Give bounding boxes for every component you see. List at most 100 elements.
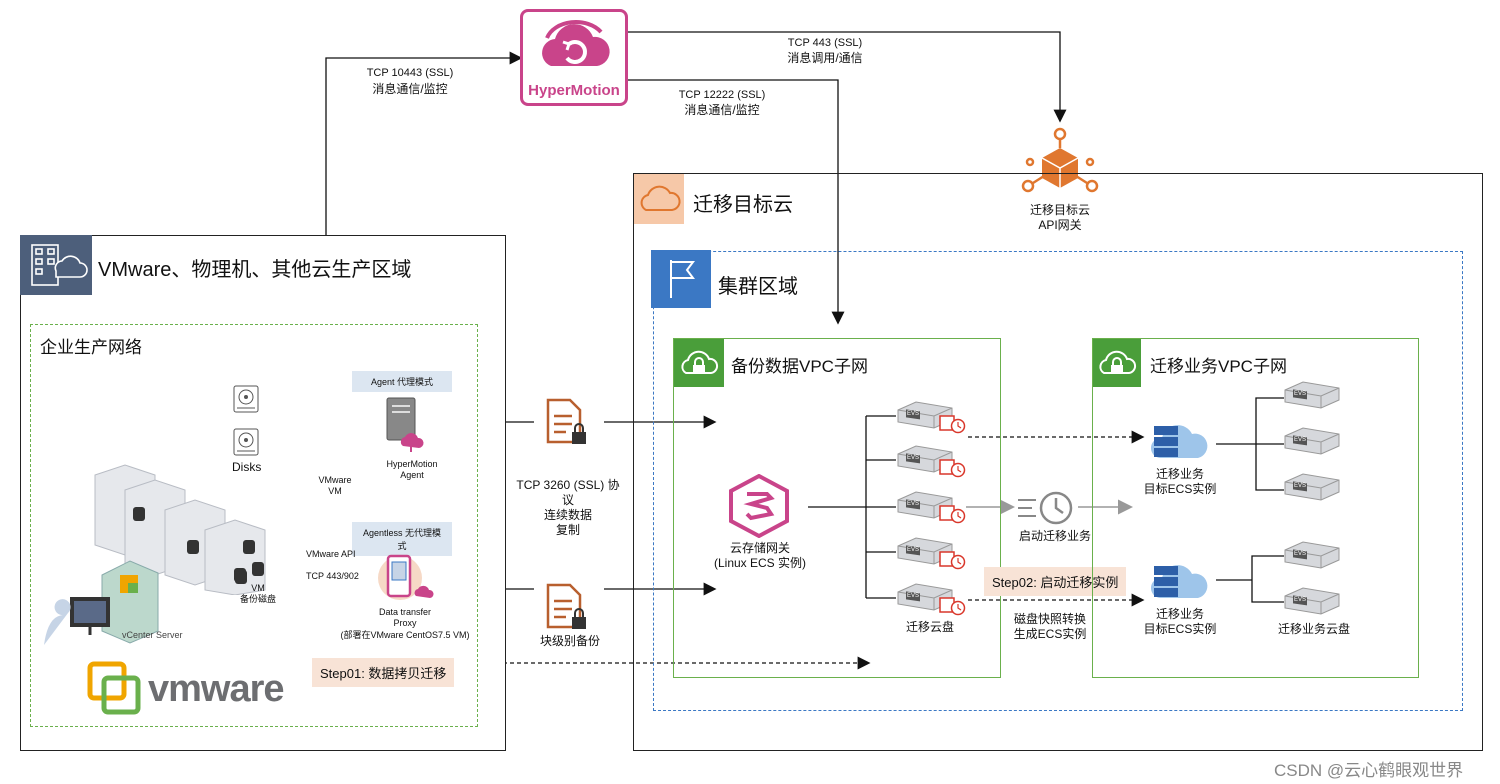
data-proxy-icon [378, 554, 434, 600]
vcenter-server-icon [44, 560, 159, 645]
backup-vpc-title: 备份数据VPC子网 [731, 357, 868, 376]
agent-mode-label: Agent 代理模式 [352, 371, 452, 392]
storage-gateway-icon [729, 474, 789, 538]
hypermotion-label: HyperMotion [528, 82, 620, 99]
evs-text: EVS [1294, 437, 1306, 443]
enterprise-network-title: 企业生产网络 [40, 338, 142, 357]
ecs1-line1: 迁移业务 [1155, 467, 1204, 481]
evs-text: EVS [1294, 597, 1306, 603]
evs-text: EVS [1294, 551, 1306, 557]
agent-name-line2: Agent [400, 470, 424, 480]
vm-backup-line1: VM [251, 583, 265, 593]
tcp3260-line4: 复制 [555, 523, 580, 537]
target-cloud-icon [634, 174, 684, 224]
building-cloud-icon [31, 244, 88, 286]
api-gateway-line1: 迁移目标云 [1029, 203, 1090, 217]
evs-text: EVS [907, 455, 919, 461]
api-gateway-line2: API网关 [1038, 218, 1082, 232]
tcp12222-line1: TCP 12222 (SSL) [678, 89, 766, 101]
tcp3260-line2: 议 [561, 493, 574, 507]
evs-text: EVS [907, 547, 919, 553]
evs-text: EVS [907, 593, 919, 599]
disk-icon-2 [233, 428, 259, 456]
tcp443-line2: 消息调用/通信 [787, 51, 863, 65]
proxy-line3: (部署在VMware CentOS7.5 VM) [340, 630, 470, 640]
vm-backup-line2: 备份磁盘 [239, 594, 276, 604]
vmware-api-label: VMware API [306, 549, 356, 559]
agent-name-line1: HyperMotion [386, 459, 438, 469]
doc-lock-icon-2 [546, 583, 586, 629]
gateway-line1: 云存储网关 [729, 541, 790, 555]
step01-label: Step01: 数据拷贝迁移 [312, 658, 455, 687]
evs-disk-backup-1: EVS [897, 401, 966, 434]
server-rack-cluster-icon [94, 464, 266, 595]
migrate-vpc-title: 迁移业务VPC子网 [1150, 357, 1287, 376]
agentless-mode-label: Agentless 无代理模式 [352, 522, 452, 556]
migrate-disks-label: 迁移业务云盘 [1277, 622, 1350, 636]
cloud-icon [640, 185, 681, 211]
snapshot-line2: 生成ECS实例 [1013, 627, 1087, 641]
hypermotion-box[interactable]: HyperMotion [520, 9, 628, 106]
evs-disk-ecs1-2: EVS [1284, 427, 1340, 455]
target-cloud [633, 173, 1483, 751]
enterprise-network [30, 324, 478, 727]
step02-label: Step02: 启动迁移实例 [984, 567, 1127, 596]
evs-text: EVS [1294, 391, 1306, 397]
server-agent-icon [386, 397, 424, 452]
vmware-logo-icon [87, 661, 141, 715]
vm-backup-disk-icon-1 [234, 568, 246, 582]
ecs1-line2: 目标ECS实例 [1143, 482, 1217, 496]
tcp10443-line1: TCP 10443 (SSL) [366, 67, 454, 79]
cluster-zone [653, 251, 1463, 711]
vcenter-label: vCenter Server [122, 630, 183, 640]
tcp-ports-label: TCP 443/902 [306, 571, 359, 581]
backup-vpc-icon [674, 339, 724, 387]
evs-disk-ecs2-2: EVS [1284, 587, 1340, 615]
ecs-cloud-icon-2 [1150, 565, 1208, 598]
disk-icon-1 [233, 385, 259, 413]
migrate-vpc [1092, 338, 1419, 678]
gateway-line2: (Linux ECS 实例) [713, 556, 807, 570]
clock-arrow-icon [1018, 491, 1073, 525]
api-gateway-icon [1021, 127, 1099, 193]
hypermotion-cloud-icon [542, 20, 610, 66]
cluster-icon [651, 250, 711, 308]
evs-disk-ecs2-1: EVS [1284, 541, 1340, 569]
evs-disk-backup-4: EVS [897, 537, 966, 570]
doc-lock-icon-1 [546, 398, 586, 444]
vmware-vm-line2: VM [328, 486, 342, 496]
block-backup-label: 块级别备份 [539, 634, 600, 648]
tcp443-line1: TCP 443 (SSL) [787, 37, 863, 49]
ecs2-line1: 迁移业务 [1155, 607, 1204, 621]
vmware-vm-line1: VMware [318, 475, 352, 485]
tcp10443-line2: 消息通信/监控 [372, 82, 448, 96]
source-zone-icon [20, 235, 92, 295]
vmware-logo-text: vmware [148, 668, 285, 710]
vm-backup-disk-icon-2 [252, 562, 264, 576]
tcp3260-line3: 连续数据 [543, 508, 592, 522]
flag-icon [670, 260, 695, 298]
source-zone-title: VMware、物理机、其他云生产区域 [98, 259, 412, 281]
evs-disk-ecs1-1: EVS [1284, 381, 1340, 409]
vpc-lock-icon [1099, 350, 1137, 374]
evs-disk-backup-5: EVS [897, 583, 966, 616]
evs-disk-backup-3: EVS [897, 491, 966, 524]
proxy-line1: Data transfer [378, 607, 432, 617]
start-migration-label: 启动迁移业务 [1018, 529, 1091, 543]
evs-disk-backup-2: EVS [897, 445, 966, 478]
migrate-vpc-icon [1093, 339, 1141, 387]
backup-disks-label: 迁移云盘 [905, 620, 954, 634]
backup-vpc [673, 338, 1001, 678]
evs-disk-ecs1-3: EVS [1284, 473, 1340, 501]
ecs2-line2: 目标ECS实例 [1143, 622, 1217, 636]
target-cloud-title: 迁移目标云 [693, 194, 793, 216]
cluster-title: 集群区域 [718, 276, 798, 298]
watermark: CSDN @云心鹤眼观世界 [1274, 761, 1464, 780]
evs-text: EVS [907, 501, 919, 507]
vpc-lock-icon [681, 350, 719, 374]
tcp3260-line1: TCP 3260 (SSL) 协 [516, 478, 620, 492]
disks-label: Disks [232, 460, 262, 474]
tcp12222-line2: 消息通信/监控 [684, 103, 760, 117]
evs-text: EVS [907, 411, 919, 417]
ecs-cloud-icon-1 [1150, 425, 1208, 458]
